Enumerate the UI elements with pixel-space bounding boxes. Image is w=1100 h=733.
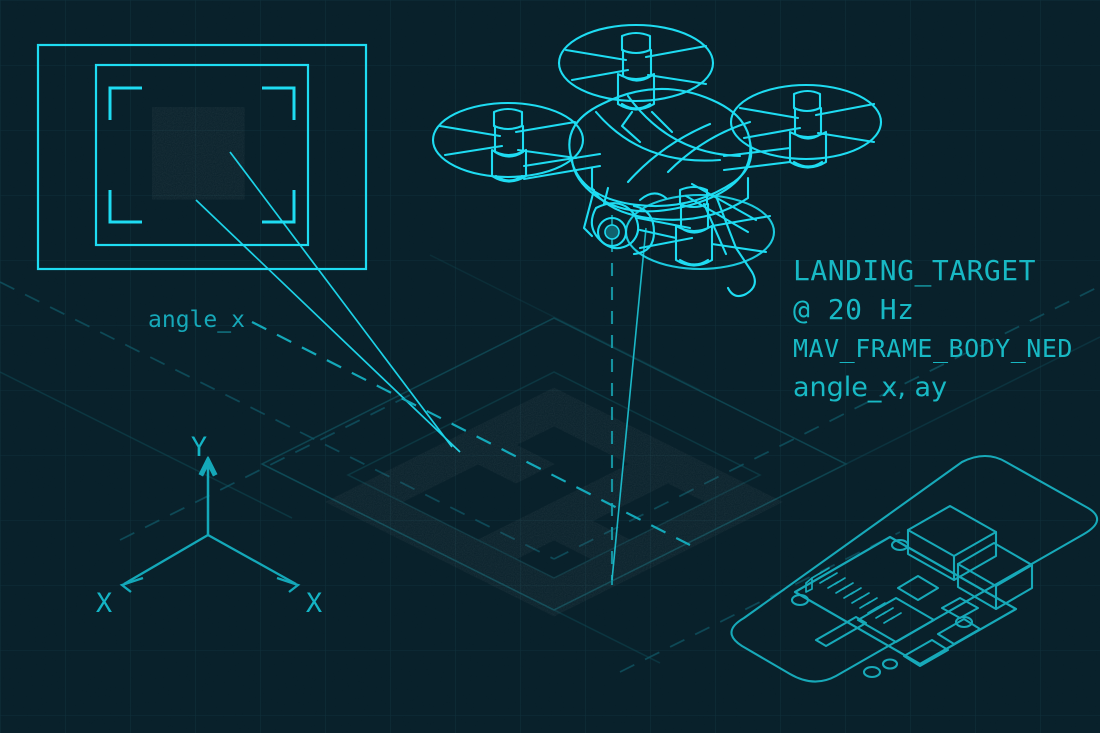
telemetry-line-3: angle_x, ay <box>793 372 947 403</box>
telemetry-line-0: LANDING_TARGET <box>793 254 1036 288</box>
marker-cell <box>213 183 230 200</box>
marker-cell <box>213 168 230 185</box>
axis-label-x-left: X <box>96 588 112 619</box>
marker-cell <box>213 107 230 123</box>
marker-cell <box>152 137 168 154</box>
marker-cell <box>198 122 214 139</box>
marker-cell <box>182 122 199 139</box>
angle-x-label: angle_x <box>148 307 245 333</box>
marker-cell <box>152 183 168 200</box>
telemetry-line-1: @ 20 Hz <box>793 293 915 326</box>
marker-cell <box>152 168 168 185</box>
marker-cell <box>228 183 245 200</box>
marker-cell <box>213 137 230 154</box>
telemetry-line-2: MAV_FRAME_BODY_NED <box>793 334 1073 363</box>
marker-cell <box>228 137 245 154</box>
marker-cell <box>167 137 184 154</box>
marker-cell <box>182 153 199 169</box>
marker-cell <box>167 107 184 123</box>
marker-cell <box>152 122 168 139</box>
marker-cell <box>213 153 230 169</box>
marker-cell <box>198 107 214 123</box>
marker-cell <box>228 168 245 185</box>
marker-cell <box>198 168 214 185</box>
marker-cell <box>182 137 199 154</box>
marker-cell <box>167 168 184 185</box>
marker-cell <box>167 122 184 139</box>
marker-cell <box>167 183 184 200</box>
marker-cell <box>182 168 199 185</box>
marker-cell <box>228 122 245 139</box>
marker-cell <box>182 107 199 123</box>
marker-cell <box>198 137 214 154</box>
marker-cell <box>228 107 245 123</box>
marker-cell <box>167 153 184 169</box>
axis-label-x-right: X <box>306 588 322 619</box>
marker-cell <box>182 183 199 200</box>
axis-label-y: Y <box>191 432 207 463</box>
marker-cell <box>152 153 168 169</box>
marker-cell <box>152 107 168 123</box>
marker-cell <box>198 153 214 169</box>
marker-cell <box>213 122 230 139</box>
marker-cell <box>198 183 214 200</box>
